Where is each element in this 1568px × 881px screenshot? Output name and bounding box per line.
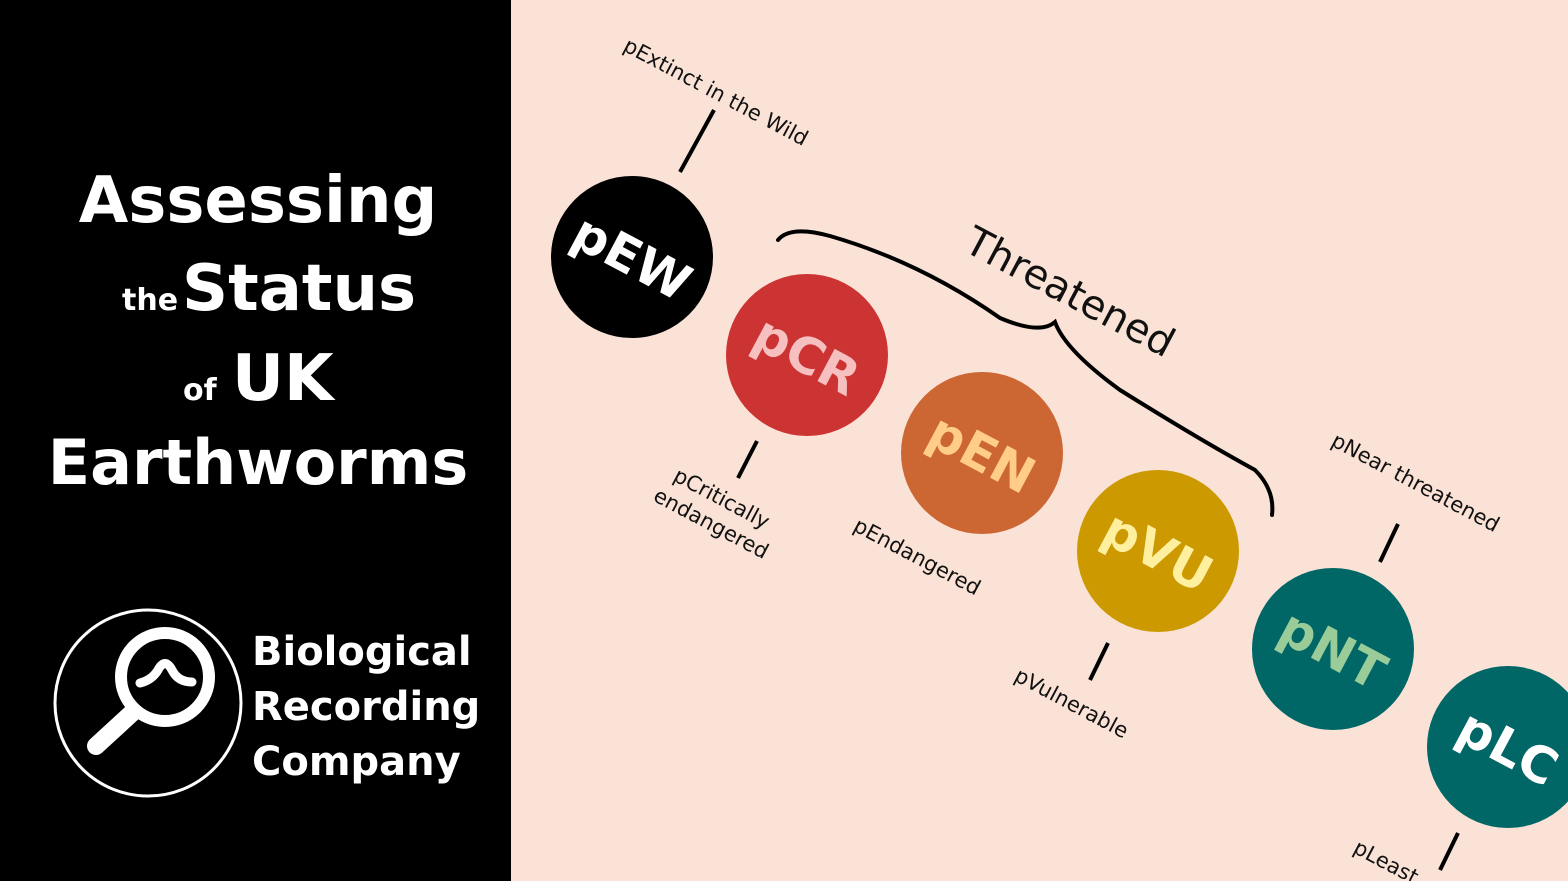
title-graphic: Assessing the Status of UK Earthworms Bi…	[48, 164, 480, 798]
label-extinct-in-wild: pExtinct in the Wild	[620, 33, 812, 150]
label-least-concern: pLeast	[1350, 835, 1423, 881]
category-pCR: pCR	[726, 274, 888, 436]
circle-pNT	[1252, 568, 1414, 730]
threatened-brace	[776, 229, 1275, 517]
status-scale: Threatened pEW pCR pEN pVU pNT	[551, 33, 1568, 881]
title-line-uk: UK	[232, 342, 336, 416]
label-near-threatened: pNear threatened	[1328, 428, 1504, 537]
title-word-of: of	[183, 373, 218, 408]
title-word-the: the	[122, 283, 178, 318]
category-pEN: pEN	[901, 372, 1063, 534]
category-pLC: pLC	[1427, 666, 1568, 828]
title-line-assessing: Assessing	[79, 164, 438, 238]
label-vulnerable: pVulnerable	[1011, 663, 1133, 743]
title-panel: Assessing the Status of UK Earthworms Bi…	[0, 0, 511, 881]
logo-text-recording: Recording	[252, 684, 480, 730]
circle-pLC	[1427, 666, 1568, 828]
circle-pCR	[726, 274, 888, 436]
circle-pVU	[1077, 470, 1239, 632]
status-diagram: Threatened pEW pCR pEN pVU pNT	[511, 0, 1568, 881]
leader-lines	[678, 109, 1460, 871]
worm-icon	[135, 659, 197, 688]
logo-icon	[53, 608, 243, 798]
title-line-status: Status	[182, 252, 416, 326]
circle-pEN	[901, 372, 1063, 534]
category-pVU: pVU	[1077, 470, 1239, 632]
title-line-earthworms: Earthworms	[48, 426, 469, 499]
category-pNT: pNT	[1252, 568, 1414, 730]
logo-text-company: Company	[252, 739, 461, 785]
logo-text-biological: Biological	[252, 629, 472, 675]
category-pEW: pEW	[551, 176, 713, 338]
circle-pEW	[551, 176, 713, 338]
